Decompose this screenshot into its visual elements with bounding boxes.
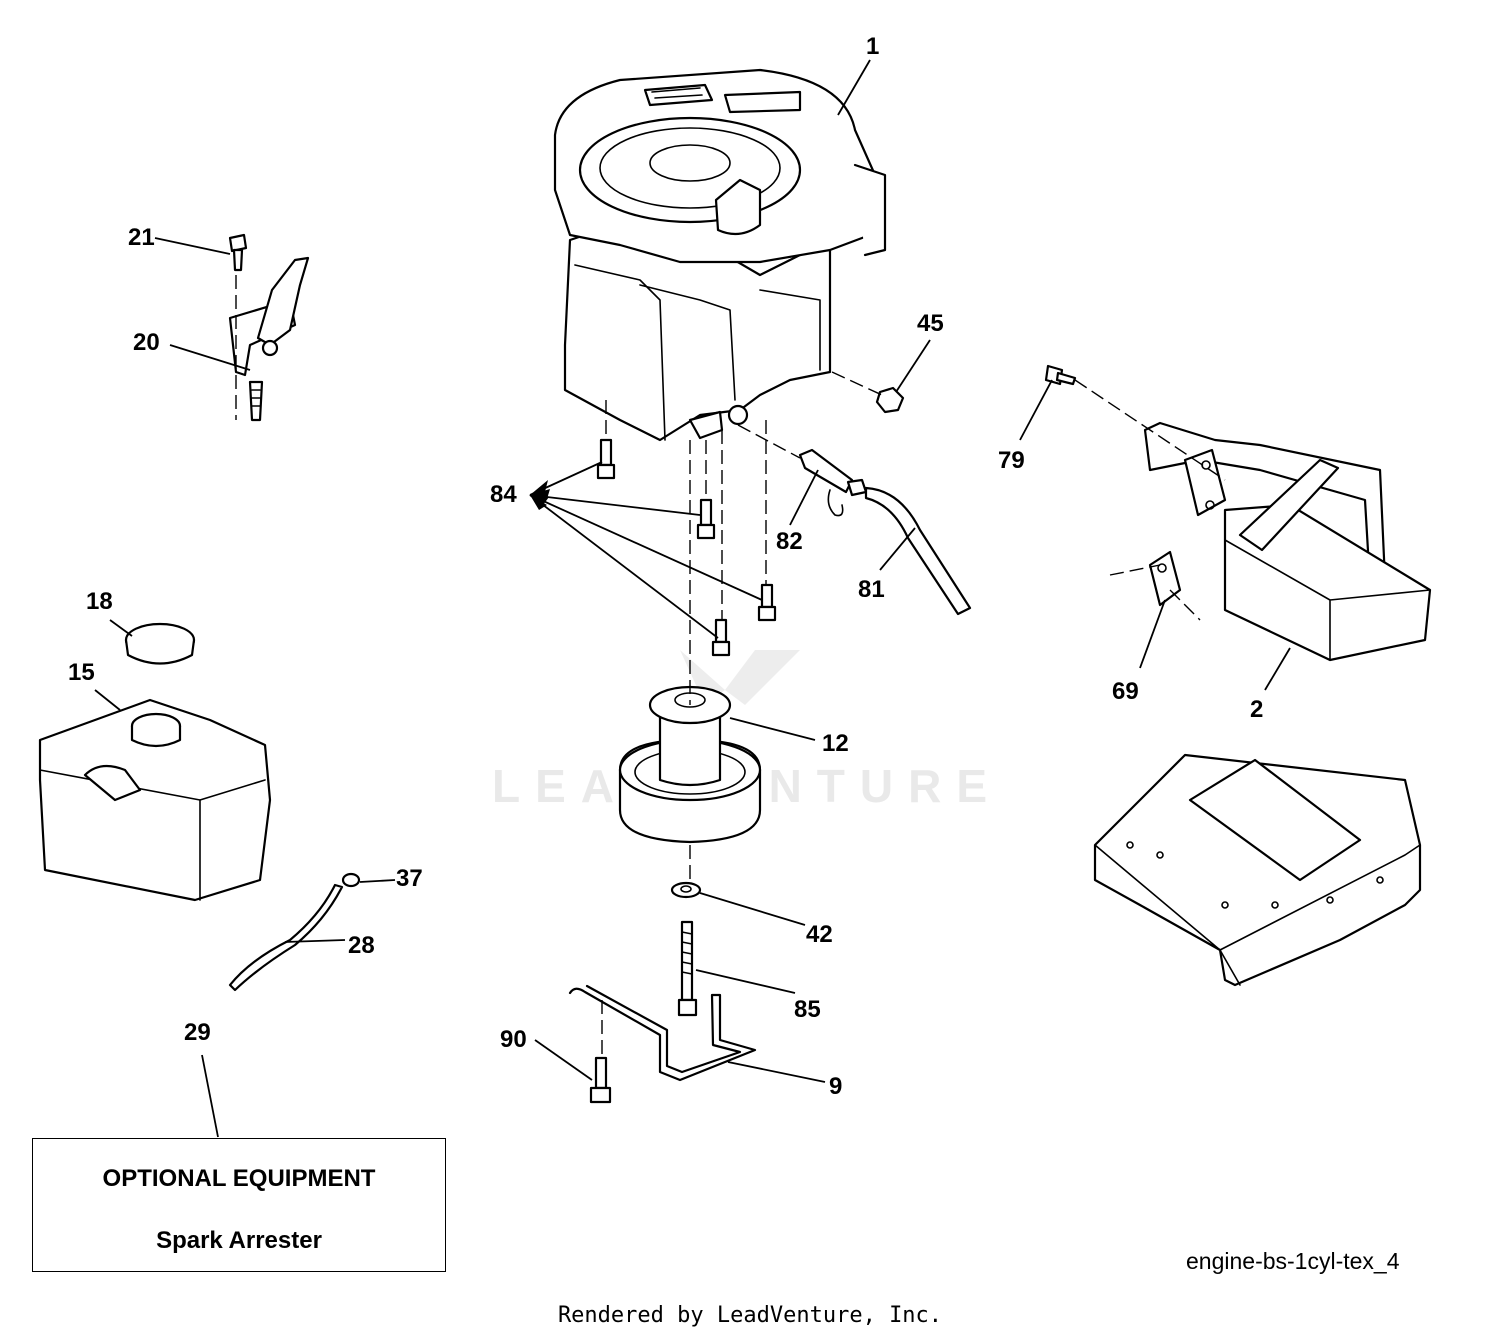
engine-mount-plate	[1093, 753, 1422, 987]
mounting-bolts	[596, 438, 777, 657]
callout-15: 15	[68, 659, 95, 686]
arrowheads	[530, 480, 550, 510]
callout-12: 12	[822, 730, 849, 757]
diagram-id: engine-bs-1cyl-tex_4	[1186, 1248, 1400, 1274]
callout-82: 82	[776, 528, 803, 555]
muffler-bolt	[1044, 364, 1077, 386]
callout-45: 45	[917, 310, 944, 337]
pulley-bolt	[677, 920, 698, 1017]
fuel-line	[228, 872, 361, 992]
throttle-control	[228, 233, 310, 422]
bracket	[568, 984, 757, 1082]
fuel-tank	[38, 698, 272, 902]
callout-2: 2	[1250, 696, 1263, 723]
optional-equipment-box: OPTIONAL EQUIPMENT Spark Arrester	[32, 1138, 446, 1272]
bracket-bolt	[589, 1056, 612, 1104]
callout-37: 37	[396, 865, 423, 892]
alignment-lines	[235, 275, 1226, 1058]
callout-42: 42	[806, 921, 833, 948]
callout-85: 85	[794, 996, 821, 1023]
callout-9: 9	[829, 1073, 842, 1100]
fuel-cap	[124, 622, 196, 665]
callout-81: 81	[858, 576, 885, 603]
engine	[553, 68, 887, 442]
fuel-filter	[798, 448, 868, 517]
callout-79: 79	[998, 447, 1025, 474]
render-credit: Rendered by LeadVenture, Inc.	[557, 1303, 943, 1328]
callout-20: 20	[133, 329, 160, 356]
callout-1: 1	[866, 33, 879, 60]
leader-lines	[94, 59, 1291, 1138]
optional-equipment-item: Spark Arrester	[156, 1227, 322, 1254]
callout-labels: 1 2 9 12 15 18 20 21 28 29 37 42 45 69 7…	[68, 33, 1263, 1100]
callout-84: 84	[490, 481, 517, 508]
muffler-gasket	[1148, 550, 1182, 607]
optional-equipment-title: OPTIONAL EQUIPMENT	[102, 1165, 376, 1192]
callout-90: 90	[500, 1026, 527, 1053]
washer	[670, 881, 702, 899]
engine-pulley	[618, 685, 762, 844]
callout-28: 28	[348, 932, 375, 959]
nut	[875, 386, 905, 414]
callout-21: 21	[128, 224, 155, 251]
callout-69: 69	[1112, 678, 1139, 705]
callout-29: 29	[184, 1019, 211, 1046]
callout-18: 18	[86, 588, 113, 615]
fuel-hose	[864, 486, 972, 616]
muffler	[1143, 421, 1432, 662]
